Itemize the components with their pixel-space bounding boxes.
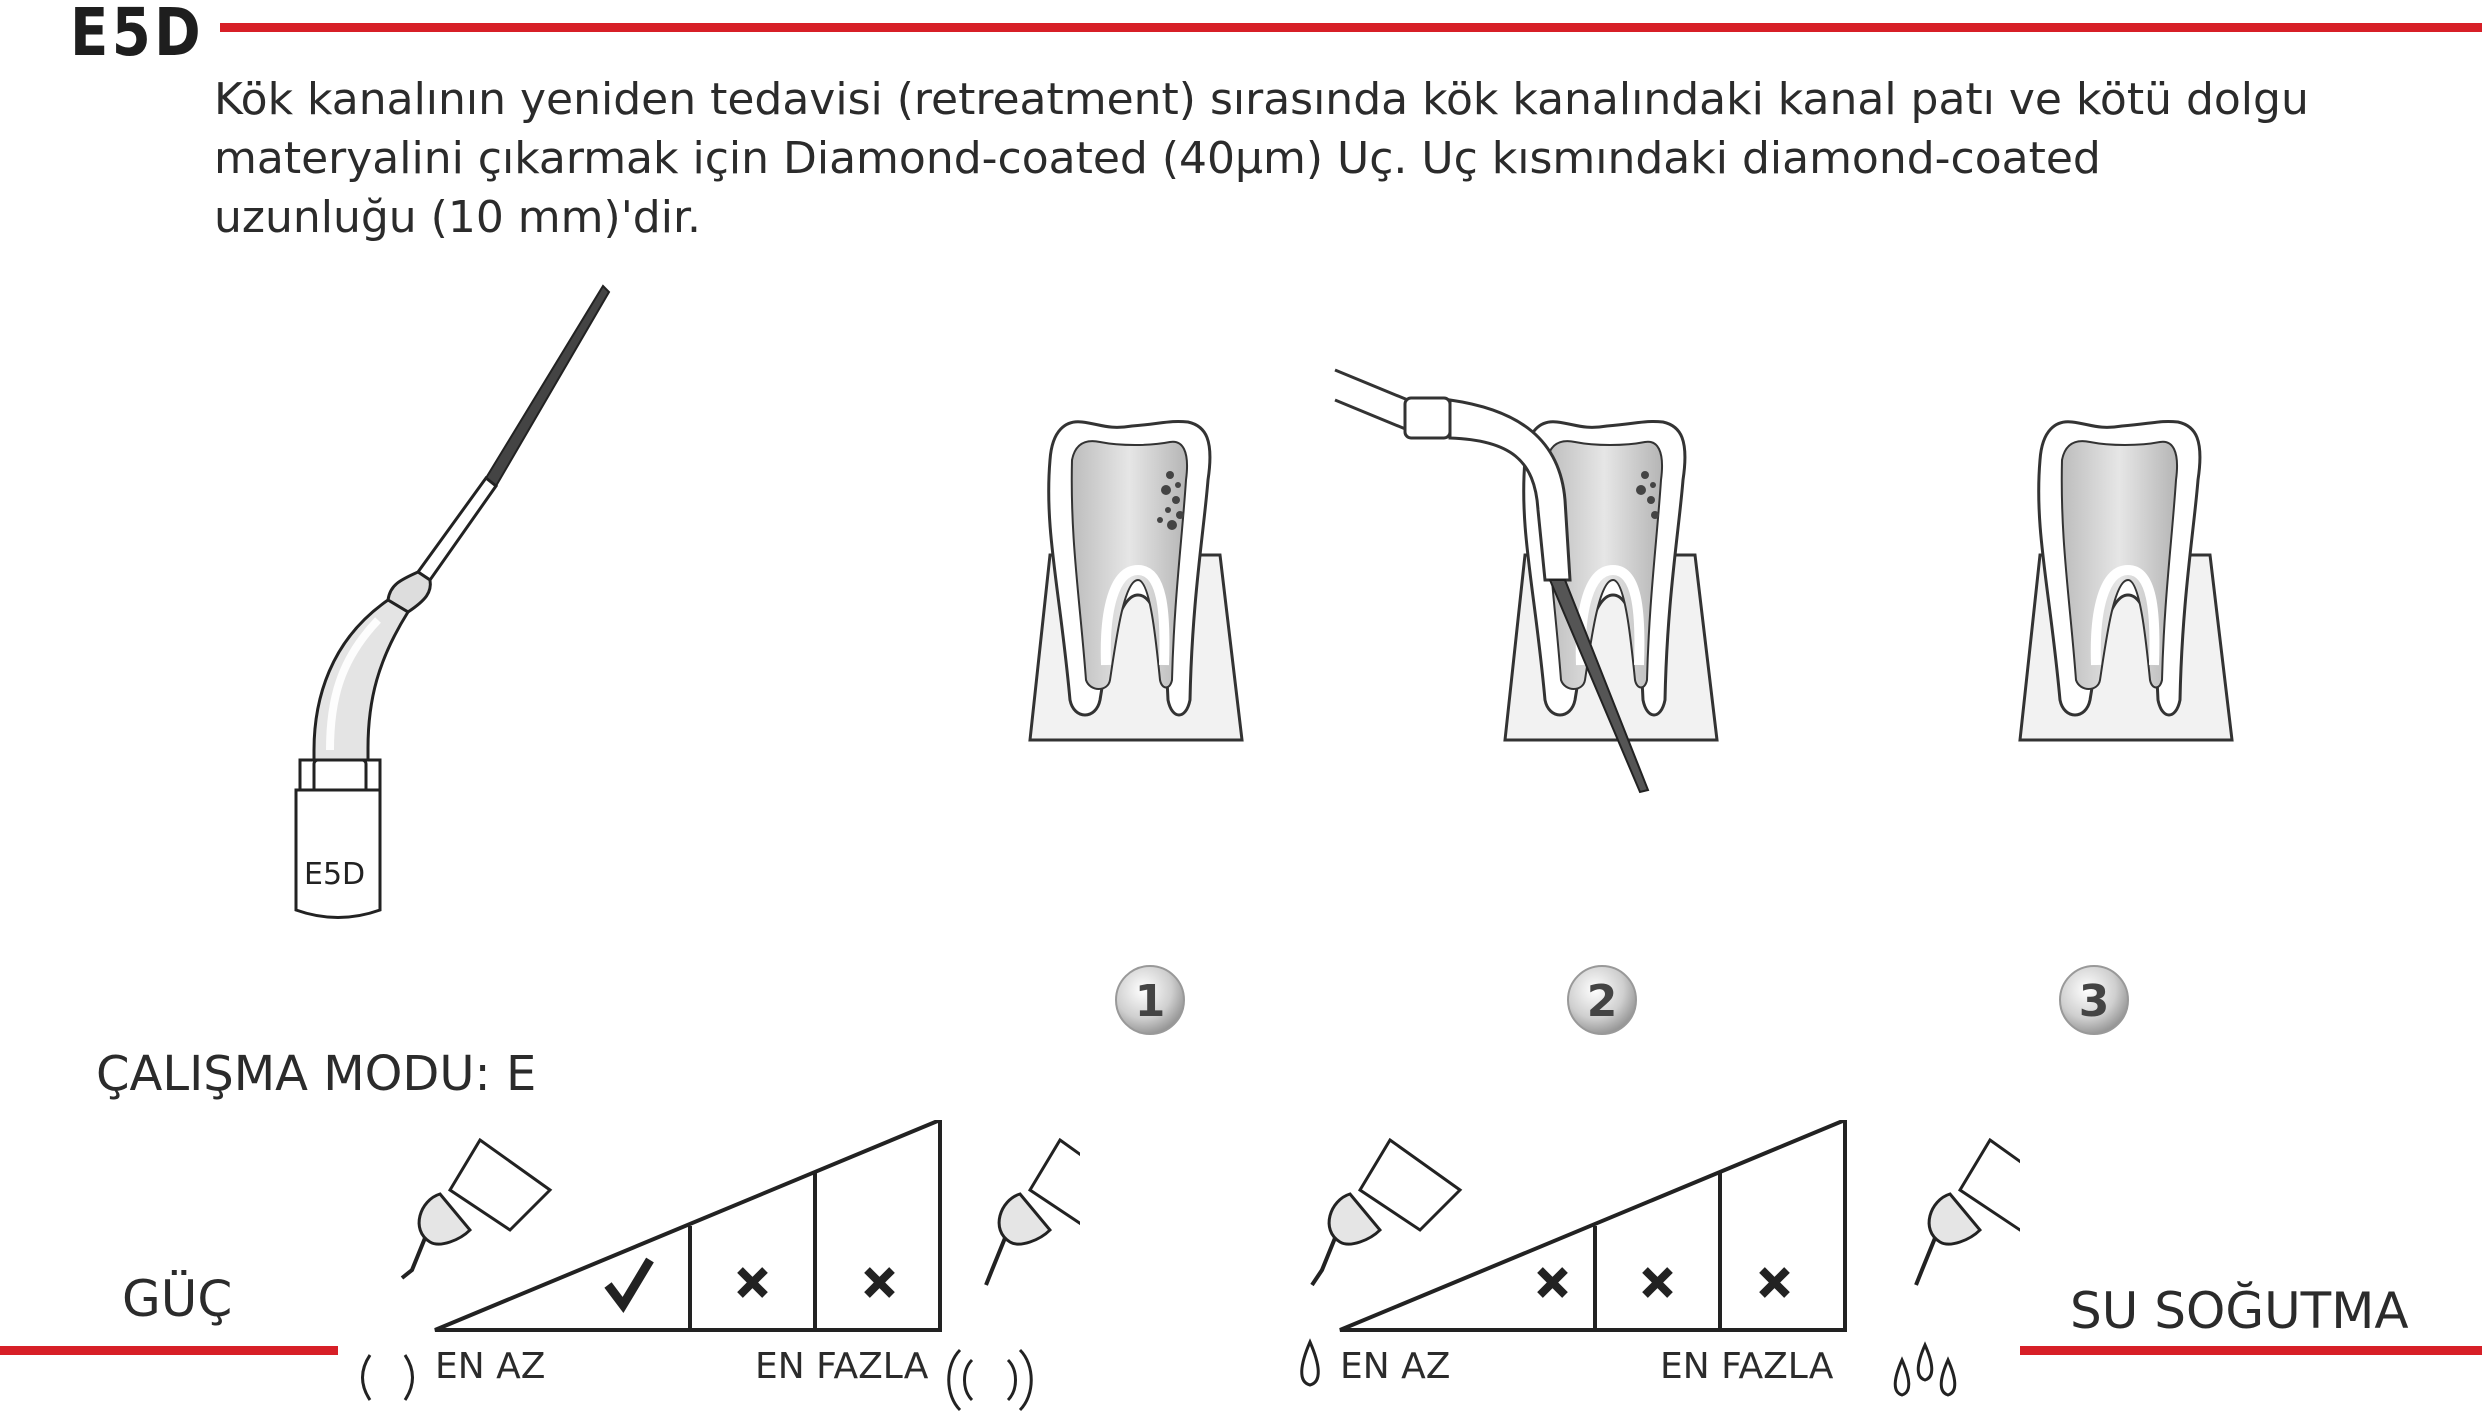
- power-label: GÜÇ: [122, 1270, 233, 1328]
- tooth-step-1: [1030, 421, 1242, 740]
- tip-code-title: E5D: [70, 0, 205, 71]
- power-level-triangle: [434, 1120, 942, 1332]
- working-mode-label: ÇALIŞMA MODU: E: [96, 1046, 537, 1102]
- treatment-steps: 1 2 3: [990, 368, 2320, 1035]
- handpiece-high-water-icon: [1893, 1137, 2020, 1397]
- header-rule: [220, 23, 2482, 32]
- water-cooling-label: SU SOĞUTMA: [2070, 1282, 2409, 1340]
- step-badge-3: 3: [2059, 965, 2129, 1035]
- tooth-step-3: [2020, 421, 2232, 740]
- water-drop-icon: [1300, 1338, 1320, 1387]
- description-line: uzunluğu (10 mm)'dir.: [214, 192, 701, 243]
- check-icon: [604, 1257, 654, 1314]
- instrument-in-canal: [1334, 368, 1650, 794]
- cross-icon: [1537, 1267, 1568, 1298]
- tip-illustration: E5D: [294, 284, 611, 919]
- cross-icon: [737, 1267, 768, 1298]
- svg-text:3: 3: [2079, 976, 2110, 1027]
- description-line: Kök kanalının yeniden tedavisi (retreatm…: [214, 74, 2309, 125]
- tip-body: [294, 788, 382, 919]
- power-min-label: EN AZ: [435, 1346, 546, 1387]
- tooth-step-2: [1505, 421, 1717, 740]
- cross-icon: [1642, 1267, 1673, 1298]
- cross-icon: [1759, 1267, 1790, 1298]
- handpiece-low-power-icon: [361, 1137, 553, 1401]
- handpiece-low-water-icon: [1300, 1137, 1463, 1387]
- water-scale: [1300, 1120, 2020, 1397]
- water-min-label: EN AZ: [1340, 1346, 1451, 1387]
- power-max-label: EN FAZLA: [755, 1346, 929, 1387]
- description: Kök kanalının yeniden tedavisi (retreatm…: [214, 70, 2364, 247]
- diamond-coated-section: [484, 284, 611, 488]
- step-badge-2: 2: [1567, 965, 1637, 1035]
- water-max-label: EN FAZLA: [1660, 1346, 1834, 1387]
- handpiece-high-power-icon: [947, 1137, 1080, 1412]
- svg-text:2: 2: [1587, 976, 1618, 1027]
- description-line: materyalini çıkarmak için Diamond-coated…: [214, 133, 2101, 184]
- tip-body-label: E5D: [304, 857, 365, 892]
- power-rule: [0, 1346, 338, 1355]
- step-badge-1: 1: [1115, 965, 1185, 1035]
- cross-icon: [864, 1267, 895, 1298]
- water-rule: [2020, 1346, 2482, 1355]
- tip-needle: [415, 475, 499, 583]
- power-scale: [361, 1120, 1080, 1412]
- water-level-triangle: [1339, 1120, 1847, 1332]
- svg-text:1: 1: [1135, 976, 1166, 1027]
